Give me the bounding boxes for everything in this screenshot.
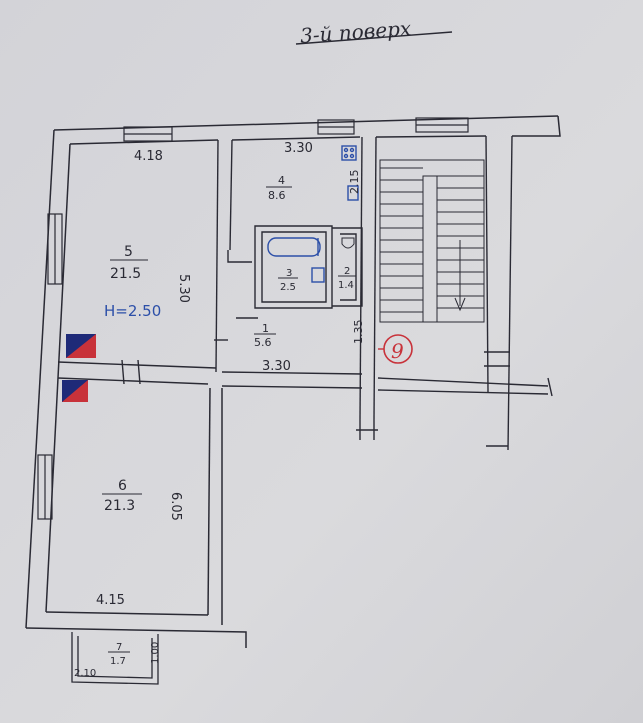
interior-walls [57, 135, 553, 451]
title-underline [295, 31, 453, 45]
wall-stair-right-outer [507, 135, 513, 451]
bathroom-fixtures [267, 145, 359, 283]
wall-room5-right [215, 139, 219, 373]
balcony [71, 632, 159, 685]
room-label-2: 2 1.4 [338, 266, 356, 291]
room-label-6: 6 21.3 [102, 478, 142, 514]
wall-top-inner-mid [231, 136, 361, 141]
wall-bathroom-inner [261, 231, 327, 303]
wall-kitchen-right [359, 136, 363, 421]
wall-left-outer [25, 129, 55, 629]
kitchen-sink-icon [347, 185, 359, 201]
room-area-7: 1.7 [110, 656, 126, 667]
wall-top-right-end [512, 115, 561, 137]
wall-stair-left [373, 136, 377, 421]
room-number-5: 5 [124, 244, 133, 260]
room-area-5: 21.5 [110, 266, 141, 282]
wall-room5-bottom [57, 361, 217, 369]
wall-top-inner-left [69, 139, 219, 145]
wall-stair-right [485, 135, 489, 393]
apartment-number: 9 [391, 339, 404, 363]
room-number-6: 6 [118, 478, 127, 494]
wall-hall-bottom-outer [221, 385, 363, 389]
wall-bottom-outer [25, 627, 247, 648]
sink-icon [311, 267, 325, 283]
room-number-2: 2 [344, 266, 350, 277]
wall-wc-inner [340, 233, 357, 301]
staircase [379, 159, 485, 323]
dim-balcony-right: 1.00 [150, 642, 161, 664]
room-number-4: 4 [278, 174, 285, 187]
room-label-7: 7 1.7 [108, 642, 130, 667]
wall-landing [377, 377, 549, 387]
room-area-6: 21.3 [104, 498, 135, 514]
room-area-4: 8.6 [268, 189, 286, 202]
room-label-3: 3 2.5 [278, 268, 298, 293]
room-labels: 1 5.6 2 1.4 3 2.5 4 8.6 5 21.5 6 21.3 [102, 174, 356, 667]
wall-room4-left [229, 139, 233, 251]
wall-wc [332, 227, 363, 307]
wall-top-outer [53, 115, 559, 131]
windows [37, 117, 469, 520]
wall-room6-right [207, 387, 211, 616]
exterior-walls [25, 115, 561, 648]
dim-balcony-left: 2.10 [74, 668, 96, 679]
room-number-7: 7 [116, 642, 122, 653]
wc-fixture [341, 237, 355, 249]
room-label-4: 4 8.6 [266, 174, 292, 202]
room-area-2: 1.4 [338, 280, 354, 291]
markers [62, 334, 96, 402]
room-area-1: 5.6 [254, 336, 272, 349]
room-label-1: 1 5.6 [254, 322, 276, 349]
dim-top-right: 3.30 [284, 141, 313, 156]
dim-kitchen-side: 2.15 [348, 170, 361, 195]
toilet-icon [341, 237, 355, 249]
wall-top-inner-right [375, 135, 487, 138]
dim-bottom: 4.15 [96, 593, 125, 608]
dim-mid-right: 3.30 [262, 359, 291, 374]
room-label-5: 5 21.5 [110, 244, 148, 282]
wall-room6-top [57, 377, 209, 385]
bathtub-icon [267, 237, 321, 257]
dim-hall-side: 1.35 [352, 320, 365, 345]
room-area-3: 2.5 [280, 282, 296, 293]
room-number-3: 3 [286, 268, 292, 279]
dim-room5-side: 5.30 [176, 274, 191, 303]
height-note: H=2.50 [104, 302, 161, 320]
room-number-1: 1 [262, 322, 269, 335]
stair-well [422, 175, 438, 323]
wall-bathroom [254, 225, 333, 309]
stove-icon [341, 145, 357, 161]
wall-hall-bottom [221, 371, 363, 375]
wall-bottom-inner [45, 611, 209, 616]
dim-top-left: 4.18 [134, 149, 163, 164]
dim-room6-side: 6.05 [168, 492, 183, 521]
